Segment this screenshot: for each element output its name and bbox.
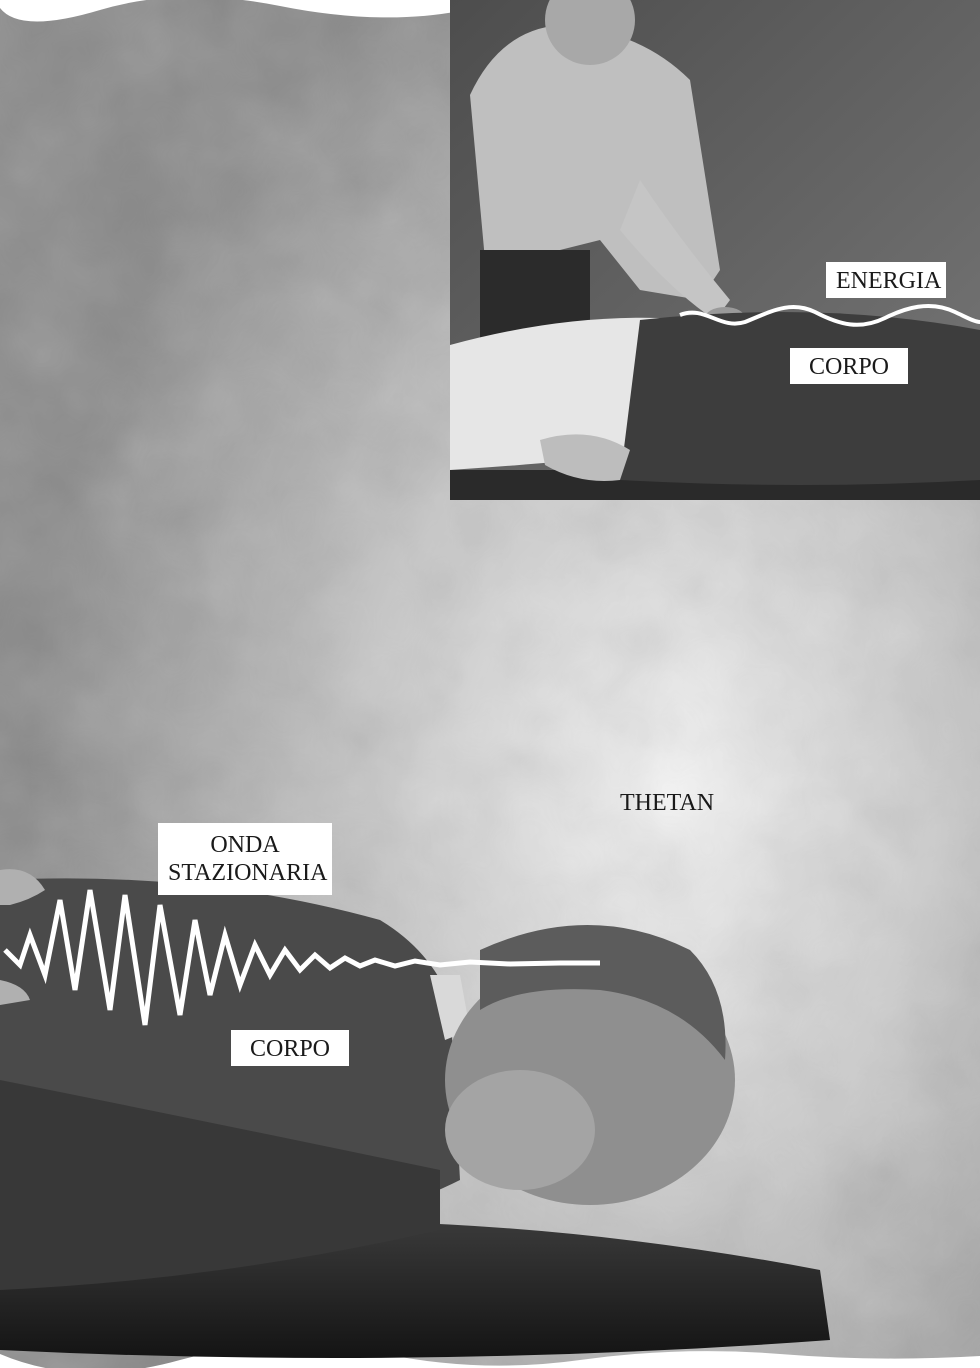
label-body-top: CORPO: [790, 348, 908, 384]
label-standing-wave: ONDA STAZIONARIA: [158, 823, 332, 895]
label-body-bottom: CORPO: [231, 1030, 349, 1066]
label-energy: ENERGIA: [826, 262, 946, 298]
inset-photo: [450, 0, 980, 500]
label-standing-wave-line1: ONDA: [168, 831, 322, 859]
label-thetan: THETAN: [620, 790, 714, 817]
label-standing-wave-line2: STAZIONARIA: [168, 859, 322, 887]
